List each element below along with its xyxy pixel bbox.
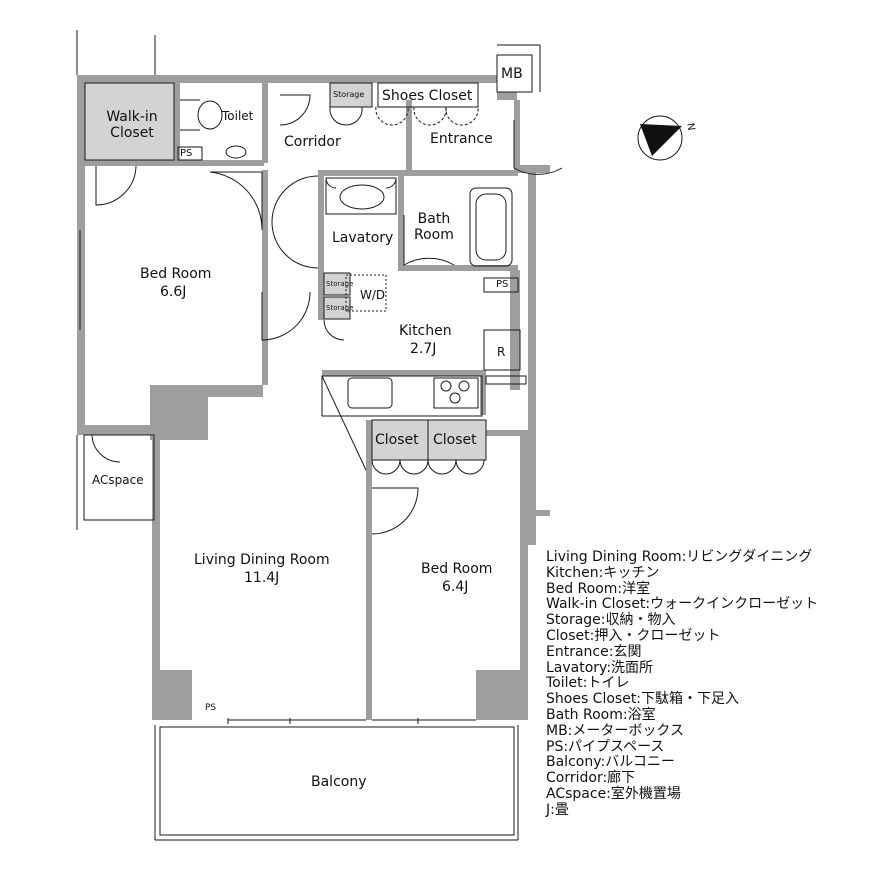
legend-item: Shoes Closet:下駄箱・下足入: [546, 691, 740, 708]
legend-item: J:畳: [546, 801, 569, 818]
toilet-label: Toilet: [222, 109, 254, 123]
storage-low: [323, 296, 351, 320]
legend-item: Living Dining Room:リビングダイニング: [546, 549, 813, 565]
corridor-label: Corridor: [284, 134, 341, 150]
legend-item: Bed Room:洋室: [546, 580, 651, 597]
legend-item: Closet:押入・クローゼット: [546, 627, 721, 644]
legend-item: Bath Room:浴室: [546, 706, 656, 723]
legend-item: Balcony:バルコニー: [546, 754, 675, 771]
door-swings: [91, 94, 563, 535]
mb-label: MB: [501, 66, 523, 82]
fridge-label: R: [497, 345, 506, 359]
outline-lines: [76, 30, 541, 841]
legend-item: Corridor:廊下: [546, 770, 636, 787]
living-size: 11.4J: [244, 570, 280, 586]
legend-item: Toilet:トイレ: [546, 675, 630, 692]
closet-label-2: Closet: [433, 432, 477, 448]
storage-label-mid: Storage: [326, 280, 354, 288]
bedroom1-name: Bed Room: [140, 266, 212, 282]
legend-item: PS:パイプスペース: [546, 738, 665, 755]
stove-burners: [440, 380, 470, 404]
acspace-label: ACspace: [92, 473, 144, 487]
shoes-closet-label: Shoes Closet: [382, 88, 473, 104]
entrance-label: Entrance: [430, 131, 493, 147]
bedroom1-size: 6.6J: [160, 284, 187, 300]
closet-fill: [371, 419, 487, 461]
walkin-closet-label: Walk-in Closet: [106, 109, 158, 141]
storage-top: [329, 82, 373, 108]
wd-label: W/D: [360, 288, 386, 302]
compass-icon: [637, 115, 683, 161]
lavatory-label: Lavatory: [332, 230, 394, 246]
walkin-closet-fill: [84, 82, 175, 161]
kitchen-size: 2.7J: [410, 341, 437, 357]
legend-item: Lavatory:洗面所: [546, 659, 654, 676]
bedroom2-size: 6.4J: [442, 579, 469, 595]
legend-item: Walk-in Closet:ウォークインクローゼット: [546, 596, 819, 613]
walls: [77, 75, 550, 720]
legend-item: Entrance:玄関: [546, 643, 642, 660]
bedroom2-name: Bed Room: [421, 561, 493, 577]
storage-mid: [323, 272, 351, 296]
balcony-label: Balcony: [311, 774, 367, 790]
storage-label-top: Storage: [333, 90, 365, 99]
storage-label-low: Storage: [326, 304, 354, 312]
living-name: Living Dining Room: [194, 552, 330, 568]
legend-item: ACspace:室外機置場: [546, 785, 681, 802]
ps-label-3: PS: [205, 703, 217, 713]
ps-label-2: PS: [496, 279, 509, 290]
legend-item: Storage:収納・物入: [546, 612, 676, 629]
legend-item: Kitchen:キッチン: [546, 564, 660, 581]
closet-label-1: Closet: [375, 432, 419, 448]
bath-room-label: Bath Room: [414, 211, 454, 243]
kitchen-name: Kitchen: [399, 323, 452, 339]
legend-item: MB:メーターボックス: [546, 722, 684, 739]
ps-label-1: PS: [180, 148, 193, 159]
legend: Living Dining Room:リビングダイニング Kitchen:キッチ…: [546, 549, 819, 819]
